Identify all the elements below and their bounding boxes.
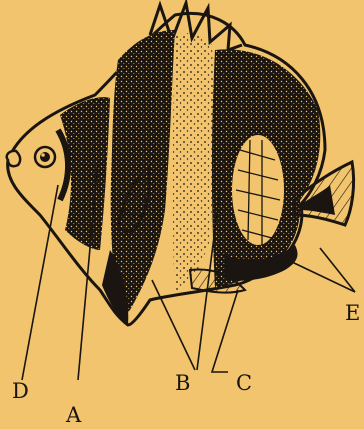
label-d: D xyxy=(12,379,29,403)
leader-c xyxy=(212,290,238,372)
leader-e2 xyxy=(292,262,355,292)
ocellus-patch xyxy=(232,135,284,245)
eye-pupil xyxy=(40,152,50,162)
label-e: E xyxy=(345,301,360,325)
leader-e1 xyxy=(320,248,355,292)
label-b: B xyxy=(175,371,190,395)
label-c: C xyxy=(236,371,252,395)
eye-highlight xyxy=(41,153,45,157)
snout xyxy=(7,151,20,166)
label-a: A xyxy=(65,403,82,427)
